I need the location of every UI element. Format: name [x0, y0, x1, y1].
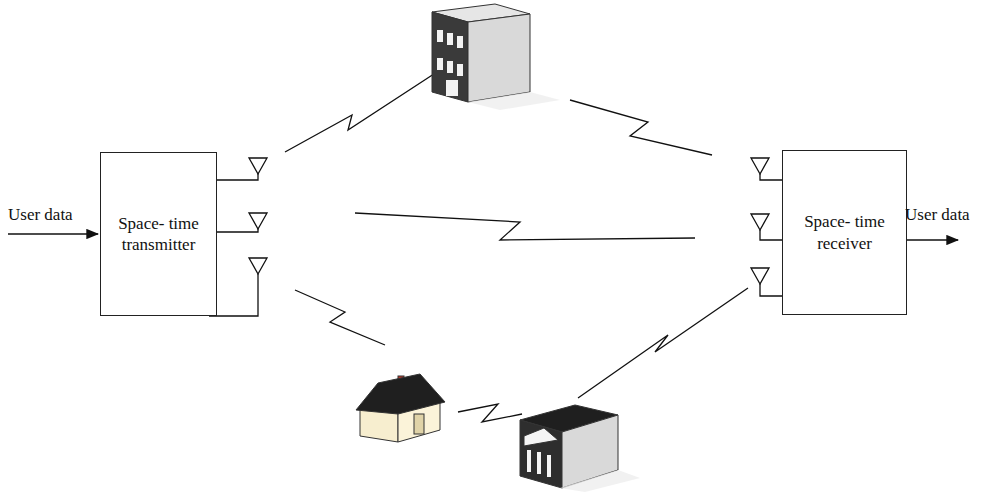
bank-building	[520, 405, 640, 492]
tx-antennas	[209, 158, 267, 316]
rx-antennas	[751, 158, 782, 296]
process-box: Space- time transmitter	[100, 152, 217, 316]
io-label: User data	[8, 205, 73, 225]
box-text: Space- time receiver	[789, 211, 900, 254]
house	[356, 374, 445, 442]
io-label: User data	[905, 205, 970, 225]
office-building	[432, 4, 560, 110]
box-text: Space- time transmitter	[107, 213, 210, 256]
process-box: Space- time receiver	[782, 150, 907, 315]
radio-links	[285, 70, 748, 422]
